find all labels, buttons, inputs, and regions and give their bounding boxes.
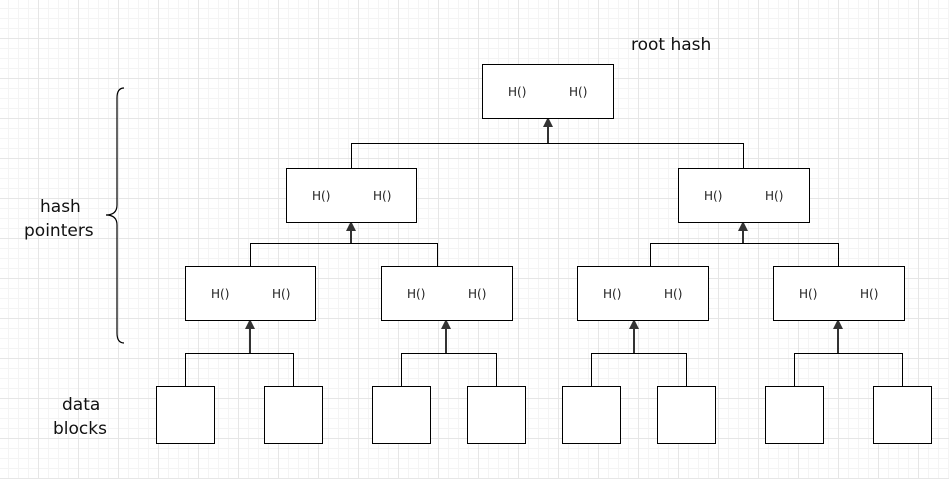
hash-node-l2-1: H() H() (185, 266, 316, 321)
hash-node-l2-2: H() H() (381, 266, 513, 321)
hash-right-label: H() (373, 189, 391, 203)
hash-left-label: H() (407, 287, 425, 301)
hash-node-box (381, 266, 513, 321)
connector-bracket-1 (351, 143, 744, 168)
data-block-7 (765, 386, 824, 444)
hash-pointer-nodes: H()H()H()H()H()H()H()H()H()H()H()H()H()H… (185, 64, 905, 321)
root-hash-label: root hash (631, 35, 711, 55)
data-block-4 (467, 386, 526, 444)
data-block-2 (264, 386, 323, 444)
hash-node-box (286, 168, 417, 223)
hash-node-l1-right: H() H() (678, 168, 810, 223)
hash-left-label: H() (704, 189, 722, 203)
hash-pointers-label-line1: hash (40, 197, 81, 217)
data-block-8 (873, 386, 932, 444)
hash-node-box (482, 64, 614, 119)
hash-left-label: H() (211, 287, 229, 301)
data-block-1 (156, 386, 215, 444)
hash-right-label: H() (468, 287, 486, 301)
hash-node-l2-4: H() H() (773, 266, 905, 321)
connector-bracket-6 (591, 353, 687, 386)
connector-bracket-7 (794, 353, 903, 386)
data-blocks-label-line1: data (62, 395, 100, 415)
data-block-3 (372, 386, 431, 444)
hash-node-box (185, 266, 316, 321)
hash-right-label: H() (860, 287, 878, 301)
hash-left-label: H() (508, 85, 526, 99)
data-block-6 (657, 386, 716, 444)
hash-pointers-label-line2: pointers (24, 221, 94, 241)
connector-bracket-2 (250, 243, 438, 266)
hash-node-box (678, 168, 810, 223)
hash-right-label: H() (765, 189, 783, 203)
hash-left-label: H() (603, 287, 621, 301)
hash-right-label: H() (664, 287, 682, 301)
connector-bracket-4 (185, 353, 294, 386)
connector-bracket-5 (401, 353, 497, 386)
data-block-5 (562, 386, 621, 444)
hash-node-root: H() H() (482, 64, 614, 119)
data-blocks-label-line2: blocks (53, 419, 107, 439)
hash-node-box (577, 266, 709, 321)
hash-pointers-brace (105, 87, 125, 344)
hash-left-label: H() (799, 287, 817, 301)
hash-node-box (773, 266, 905, 321)
hash-right-label: H() (569, 85, 587, 99)
hash-right-label: H() (272, 287, 290, 301)
tree-connectors (185, 117, 903, 386)
hash-left-label: H() (312, 189, 330, 203)
hash-node-l2-3: H() H() (577, 266, 709, 321)
hash-node-l1-left: H() H() (286, 168, 417, 223)
connector-bracket-3 (650, 243, 839, 266)
data-blocks-row (156, 386, 932, 444)
